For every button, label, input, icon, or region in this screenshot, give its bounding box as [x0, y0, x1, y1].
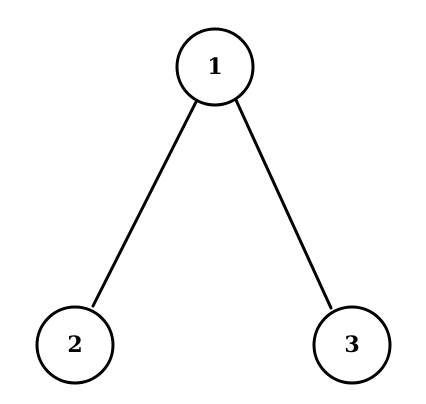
edges-group	[91, 98, 333, 310]
node-3: 3	[312, 305, 392, 385]
node-3-circle	[312, 305, 392, 385]
node-2: 2	[35, 305, 115, 385]
nodes-group: 1 2 3	[35, 27, 392, 385]
edge-1-3	[234, 98, 333, 310]
node-2-circle	[35, 305, 115, 385]
node-1: 1	[175, 27, 255, 107]
edge-1-2	[91, 98, 199, 308]
node-1-label: 1	[207, 54, 222, 80]
node-3-label: 3	[344, 332, 359, 358]
node-2-label: 2	[67, 332, 82, 358]
node-1-circle	[175, 27, 255, 107]
